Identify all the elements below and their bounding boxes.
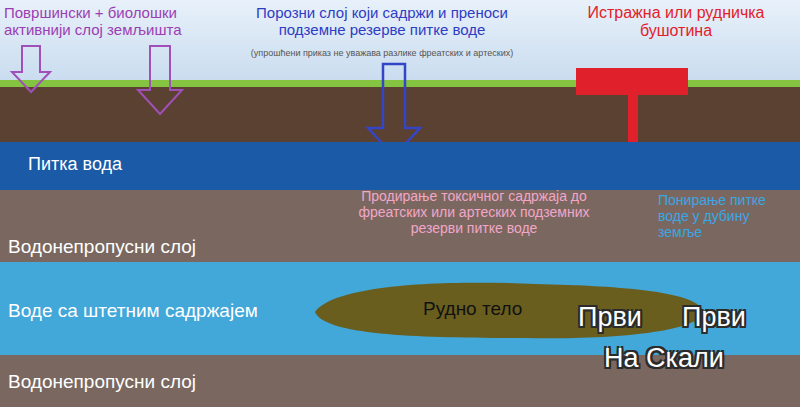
soil-band: Воде са штетним садржајем Рудно тело [0,262,800,355]
surface-layer-note: Површински + биолошки активнији слој зем… [4,4,244,39]
drill-note: Истражна или рудничка бушотина [556,4,796,41]
ore-body-outline [315,283,703,339]
drill-rig-head [576,68,688,95]
soil-band: Питка вода [0,142,800,190]
surface-arrow [12,46,50,92]
surface-arrow [138,46,182,114]
simplification-note: (упрошћени приказ не уважава разлике фре… [232,48,532,58]
water-seepage-note: Понирање питке воде у дубину земље [658,192,796,240]
band-label: Питка вода [28,154,122,175]
band-label: Водонепропусни слој [8,371,196,393]
toxic-seepage-note: Продирање токсичног садржаја до фреатски… [338,188,610,236]
logo-text: Први [682,302,746,333]
ore-body: Рудно тело [305,278,705,342]
aquifer-note: Порозни слој који садржи и преноси подзе… [232,4,532,39]
band-label: Рудно тело [423,298,522,320]
topsoil [0,87,800,142]
band-label: Водонепропусни слој [8,236,196,258]
logo-text: Први [578,302,642,333]
band-label: Воде са штетним садржајем [8,300,258,322]
logo-text: На Скали [604,343,724,374]
